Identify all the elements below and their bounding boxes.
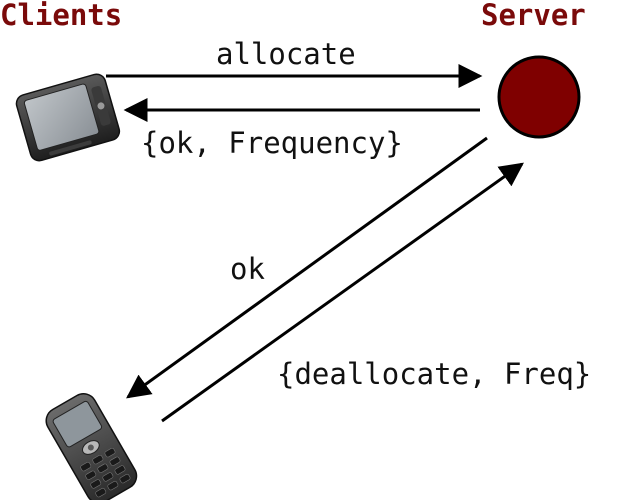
arrow-deallocate [161, 162, 524, 423]
server-heading: Server [481, 0, 586, 32]
server-node-icon [497, 55, 581, 139]
message-ok-frequency-label: {ok, Frequency} [141, 126, 403, 160]
clients-heading: Clients [0, 0, 123, 32]
message-ok-label: ok [230, 252, 265, 286]
smartphone-icon [15, 73, 121, 162]
mobile-phone-icon [45, 392, 138, 500]
message-allocate-label: allocate [216, 37, 356, 71]
message-deallocate-label: {deallocate, Freq} [277, 357, 592, 391]
arrow-ok [126, 136, 488, 399]
